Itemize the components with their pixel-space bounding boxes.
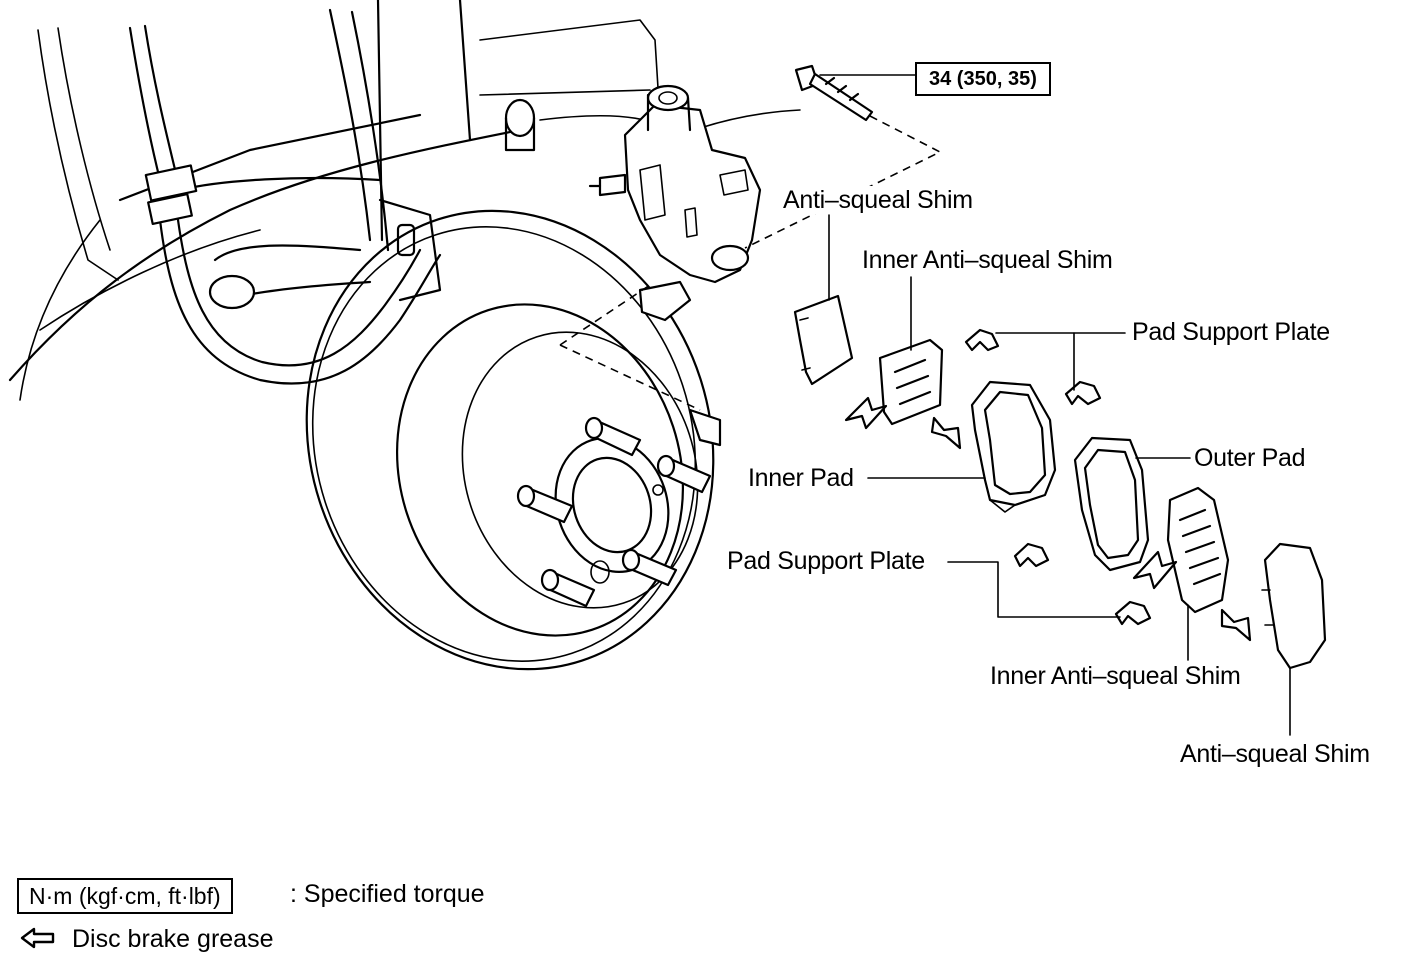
label-anti-squeal-shim-lower: Anti–squeal Shim	[1180, 740, 1370, 768]
pad-support-plate-lower	[947, 542, 1152, 626]
legend-grease-description: Disc brake grease	[72, 925, 274, 953]
inner-anti-squeal-shim-upper	[844, 276, 962, 450]
grease-arrow-icon	[20, 927, 55, 949]
label-pad-support-plate-upper: Pad Support Plate	[1132, 318, 1330, 346]
torque-spec-callout: 34 (350, 35)	[915, 62, 1051, 96]
suspension-lines	[8, 0, 801, 401]
legend-torque-description: : Specified torque	[290, 880, 485, 908]
label-outer-pad: Outer Pad	[1194, 444, 1306, 472]
brake-rotor	[305, 209, 722, 671]
label-anti-squeal-shim-upper: Anti–squeal Shim	[783, 186, 973, 214]
legend-torque-unit-box: N·m (kgf·cm, ft·lbf)	[17, 878, 233, 914]
inner-pad	[867, 380, 1057, 513]
anti-squeal-shim-upper	[793, 214, 854, 386]
label-pad-support-plate-lower: Pad Support Plate	[727, 547, 925, 575]
pad-support-plate-upper	[964, 328, 1126, 406]
anti-squeal-shim-lower	[1261, 542, 1327, 736]
label-inner-pad: Inner Pad	[748, 464, 854, 492]
label-inner-anti-squeal-shim-upper: Inner Anti–squeal Shim	[862, 246, 1113, 274]
caliper-bracket	[588, 84, 762, 284]
label-inner-anti-squeal-shim-lower: Inner Anti–squeal Shim	[990, 662, 1241, 690]
outer-pad	[1073, 436, 1191, 572]
inner-anti-squeal-shim-lower	[1132, 486, 1252, 661]
caliper-bolt	[744, 64, 942, 249]
